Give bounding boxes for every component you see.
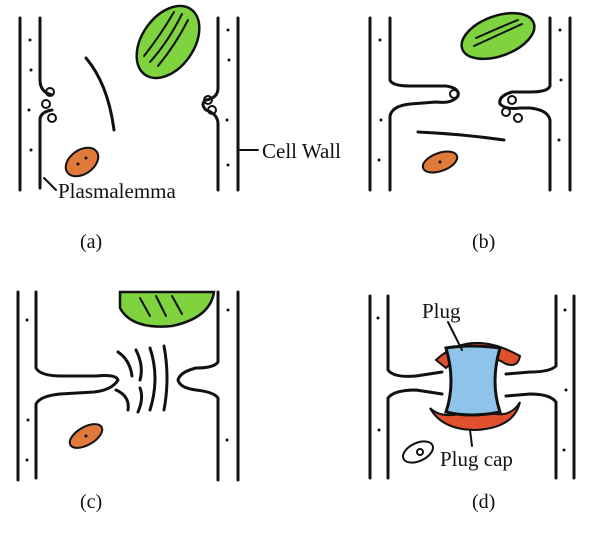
cell-wall-right-a — [201, 16, 240, 192]
vesicle-fragments-c — [114, 344, 169, 414]
cell-wall-left-a — [18, 16, 54, 192]
plug-cap-label: Plug cap — [440, 447, 513, 471]
panel-c: (c) — [16, 290, 240, 513]
plasmalemma-pointer — [43, 177, 57, 191]
mitochondrion-a — [64, 146, 100, 178]
septal-plug — [444, 344, 502, 417]
panel-caption-d: (d) — [472, 491, 495, 513]
chloroplast-a — [135, 4, 201, 80]
plug-cap-pointer — [469, 429, 473, 447]
panel-caption-b: (b) — [472, 231, 495, 253]
cell-wall-right-c — [176, 290, 240, 482]
vesicles-right-a — [203, 95, 217, 115]
cell-wall-left-c — [16, 290, 120, 482]
vacuole-d — [402, 440, 434, 464]
vesicles-b — [501, 95, 523, 123]
endoplasmic-reticulum-b — [416, 130, 506, 142]
vesicles-left-a — [41, 87, 57, 123]
cell-wall-label: Cell Wall — [262, 139, 341, 163]
mitochondrion-c — [68, 423, 104, 449]
panel-caption-a: (a) — [80, 231, 102, 253]
cell-wall-left-d — [368, 294, 444, 480]
endoplasmic-reticulum-a — [84, 56, 116, 132]
plug-pointer — [447, 321, 463, 351]
cell-wall-right-b — [498, 16, 572, 192]
cell-wall-right-d — [504, 294, 576, 480]
chloroplast-b — [460, 11, 536, 61]
mitochondrion-b — [421, 150, 459, 174]
plug-label: Plug — [422, 299, 461, 323]
vesicle-b1 — [449, 89, 459, 99]
panel-d: Plug Plug cap (d) — [368, 294, 576, 513]
chloroplast-c — [118, 290, 216, 328]
panel-a: Cell Wall Plasmalemma (a) — [18, 4, 341, 253]
panel-b: (b) — [368, 11, 572, 253]
plasmalemma-label: Plasmalemma — [58, 179, 176, 203]
panel-caption-c: (c) — [80, 491, 102, 513]
